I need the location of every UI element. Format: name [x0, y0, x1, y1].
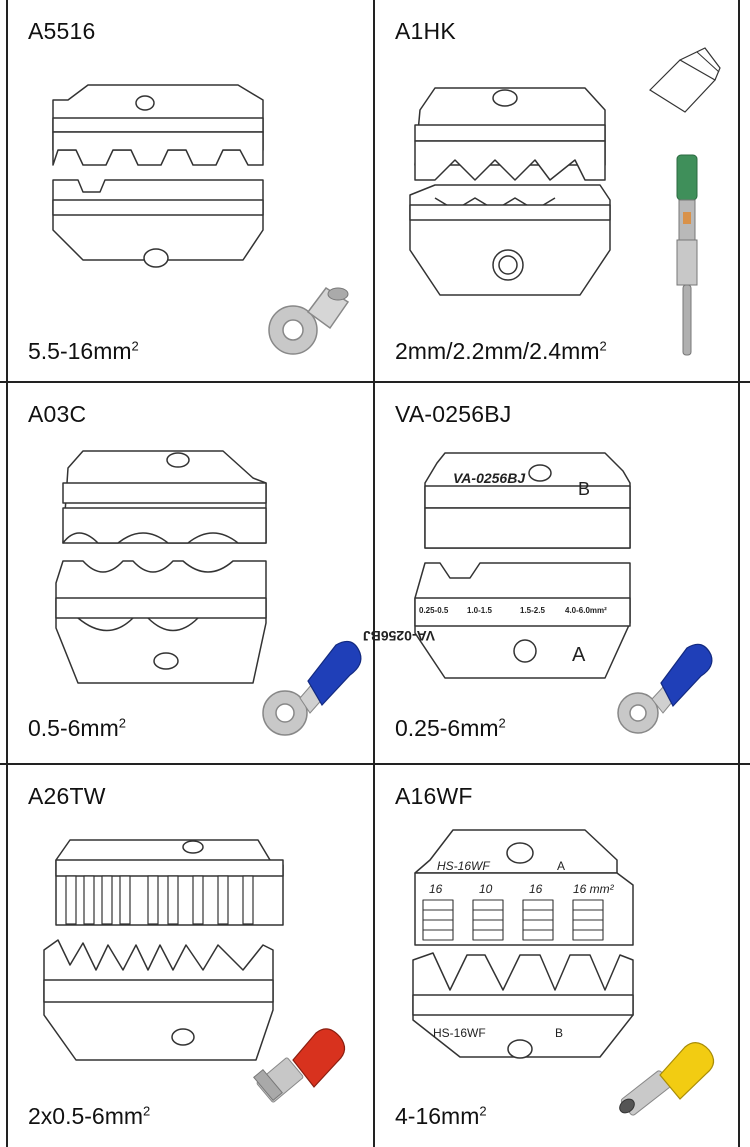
cell-a26tw: A26TW — [8, 765, 373, 1147]
die-letter-a: A — [557, 859, 565, 873]
die-label-top: HS-16WF — [437, 859, 490, 873]
spec-text: 0.5-6mm — [28, 715, 119, 741]
die-a26tw-drawing — [43, 839, 284, 1061]
die-size-1: 16 — [429, 882, 443, 896]
die-size-4: 16 mm² — [573, 882, 615, 896]
grid-line-right — [738, 0, 740, 1147]
cell-a03c: A03C 0.5-6mm2 — [8, 383, 373, 763]
spec-text: 5.5-16mm — [28, 338, 132, 364]
die-a03c-drawing — [55, 450, 267, 684]
spec-text: 2x0.5-6mm — [28, 1103, 144, 1129]
spec-label: 2mm/2.2mm/2.4mm2 — [395, 338, 607, 365]
spec-label: 0.25-6mm2 — [395, 715, 506, 742]
model-label: VA-0256BJ — [395, 401, 512, 427]
die-size-3: 16 — [529, 882, 543, 896]
die-a16wf-labels: HS-16WF A 16 10 16 16 mm² HS-16WF B — [429, 859, 615, 1040]
spec-superscript: 2 — [498, 715, 506, 731]
yellow-ferrule-icon — [619, 1042, 715, 1116]
die-a5516-drawing — [52, 84, 264, 268]
spec-label: 4-16mm2 — [395, 1103, 487, 1130]
spec-label: 2x0.5-6mm2 — [28, 1103, 150, 1130]
spec-text: 2mm/2.2mm/2.4mm — [395, 338, 600, 364]
spec-superscript: 2 — [479, 1103, 487, 1119]
model-label: A1HK — [395, 18, 456, 44]
die-letter-b: B — [555, 1026, 563, 1040]
die-size-1: 0.25-0.5 — [419, 606, 449, 615]
model-label: A5516 — [28, 18, 96, 44]
model-label: A26TW — [28, 783, 106, 809]
cell-a1hk: A1HK — [375, 0, 738, 381]
die-label-bottom: HS-16WF — [433, 1026, 486, 1040]
die-a16wf-drawing — [412, 829, 634, 1059]
spec-superscript: 2 — [143, 1103, 151, 1119]
spec-label: 5.5-16mm2 — [28, 338, 139, 365]
crimp-pin-icon — [676, 154, 698, 356]
spec-text: 0.25-6mm — [395, 715, 499, 741]
die-size-3: 1.5-2.5 — [520, 606, 545, 615]
spec-label: 0.5-6mm2 — [28, 715, 126, 742]
square-sleeve-icon — [649, 47, 721, 113]
die-size-2: 10 — [479, 882, 493, 896]
die-label-bottom: VA-0256BJ — [363, 628, 435, 644]
spec-text: 4-16mm — [395, 1103, 480, 1129]
spec-superscript: 2 — [118, 715, 126, 731]
die-letter-b: B — [578, 479, 590, 499]
grid-line-row1 — [0, 381, 750, 383]
die-va0256bj-drawing — [414, 452, 631, 679]
grid-line-left — [6, 0, 8, 1147]
die-a1hk-drawing — [409, 87, 611, 296]
blue-ring-terminal-icon — [617, 643, 713, 734]
cell-a5516: A5516 5.5-16mm2 — [8, 0, 373, 381]
grid-line-middle — [373, 0, 375, 1147]
blue-ring-terminal-icon — [262, 640, 362, 736]
spec-superscript: 2 — [131, 338, 139, 354]
grid-line-row2 — [0, 763, 750, 765]
ring-terminal-icon — [268, 286, 350, 355]
die-letter-a: A — [572, 644, 586, 666]
die-size-4: 4.0-6.0mm² — [565, 606, 607, 615]
spec-superscript: 2 — [599, 338, 607, 354]
cell-va0256bj: VA-0256BJ VA-0256BJ B 0.25-0.5 1.0-1.5 1… — [363, 383, 738, 763]
die-size-2: 1.0-1.5 — [467, 606, 492, 615]
red-twin-ferrule-icon — [253, 1028, 346, 1103]
die-va0256bj-labels: VA-0256BJ B 0.25-0.5 1.0-1.5 1.5-2.5 4.0… — [363, 470, 607, 666]
cell-a16wf: A16WF HS-16WF A — [375, 765, 738, 1147]
die-label-top: VA-0256BJ — [453, 470, 526, 486]
model-label: A03C — [28, 401, 87, 427]
model-label: A16WF — [395, 783, 473, 809]
